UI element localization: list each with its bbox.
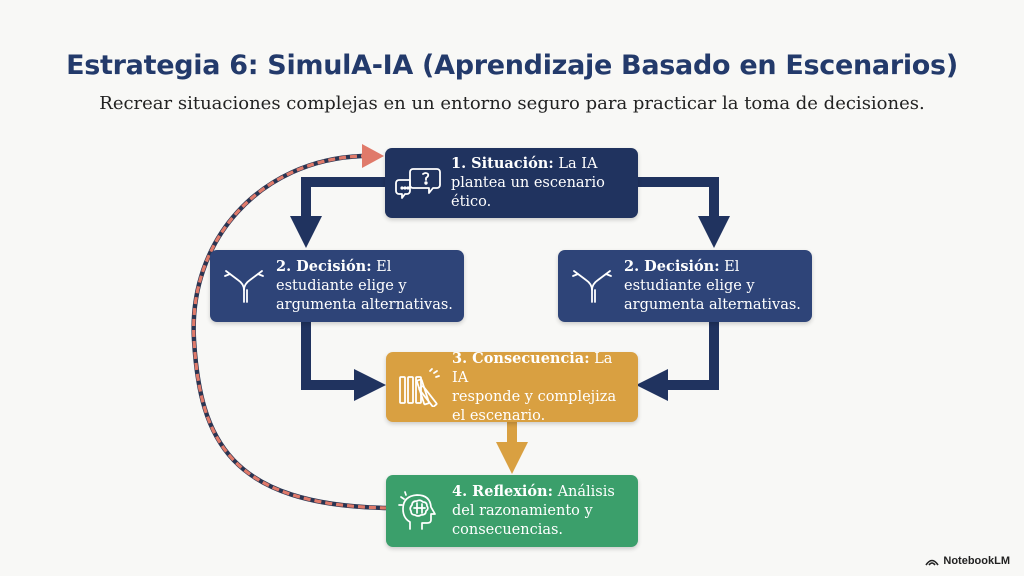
step-situacion-text: 1. Situación: La IA plantea un escenario… [451, 155, 605, 210]
fork-arrows-icon [572, 270, 612, 303]
falling-dominoes-icon [399, 368, 440, 407]
step-reflexion: 4. Reflexión: Análisis del razonamiento … [386, 475, 638, 547]
feedback-loop-arc [191, 153, 388, 511]
step-decision-right-text: 2. Decisión: El estudiante elige y argum… [624, 258, 801, 313]
notebooklm-watermark: NotebookLM [925, 555, 1010, 567]
step-decision-right: 2. Decisión: El estudiante elige y argum… [558, 250, 812, 322]
brain-head-icon [398, 491, 436, 530]
step-consecuencia: 3. Consecuencia: La IA responde y comple… [386, 350, 638, 424]
step-situacion: 1. Situación: La IA plantea un escenario… [385, 148, 638, 218]
slide-title: Estrategia 6: SimulA-IA (Aprendizaje Bas… [66, 50, 958, 81]
arrow-decision-left-to-consecuencia [301, 322, 387, 402]
chat-bubbles-icon [395, 168, 441, 199]
brand-label: NotebookLM [943, 555, 1010, 567]
feedback-loop-arrowhead [362, 144, 384, 168]
step-decision-left: 2. Decisión: El estudiante elige y argum… [210, 250, 464, 322]
arrow-decision-right-to-consecuencia [635, 322, 719, 402]
step-consecuencia-text: 3. Consecuencia: La IA responde y comple… [452, 349, 617, 424]
step-decision-left-text: 2. Decisión: El estudiante elige y argum… [276, 258, 453, 313]
arrow-situacion-to-decision-right [638, 177, 731, 249]
arrow-situacion-to-decision-left [289, 177, 385, 249]
step-reflexion-text: 4. Reflexión: Análisis del razonamiento … [452, 483, 615, 538]
notebooklm-logo-icon [925, 559, 940, 566]
slide-subtitle: Recrear situaciones complejas en un ento… [99, 93, 925, 114]
fork-arrows-icon [224, 270, 264, 303]
